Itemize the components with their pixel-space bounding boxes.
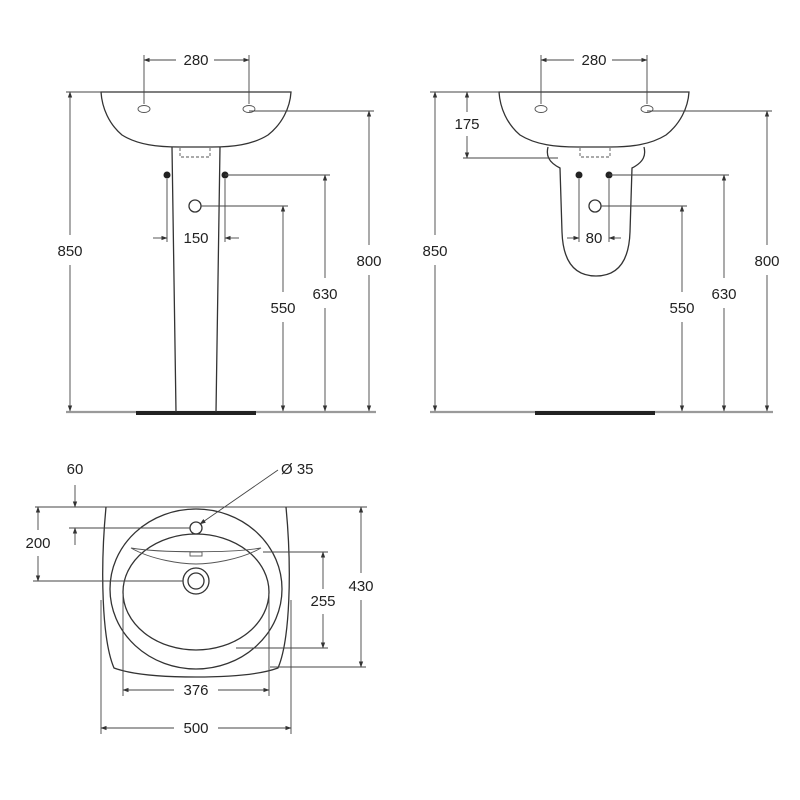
front-overflow [179,148,211,158]
front-dim-waste-height: 550 [270,300,295,317]
front-dim-hole-spacing: 280 [183,52,208,69]
plan-basin-rim [109,508,283,670]
plan-dim-bowl-depth: 255 [310,593,335,610]
semi-pedestal [546,146,646,277]
semi-waste-outlet [588,199,602,213]
front-dim-supply-spacing: 150 [183,230,208,247]
semi-dim-total-height: 850 [422,243,447,260]
semi-dim-supply-height: 630 [711,286,736,303]
plan-dim-total-depth: 430 [348,578,373,595]
plan-view: Ø 35 60 200 255 430 376 500 [25,461,373,737]
plan-dim-bowl-width: 376 [183,682,208,699]
front-pedestal [171,146,221,413]
semi-pedestal-view: 280 850 175 800 630 550 80 [422,52,780,415]
semi-basin [498,91,690,148]
semi-dim-waste-height: 550 [669,300,694,317]
front-supply-left [163,171,171,179]
plan-waste-inner [187,572,205,590]
plan-dim-total-width: 500 [183,720,208,737]
semi-dim-rim-height: 800 [754,253,779,270]
front-view: 280 850 800 630 550 150 [57,52,382,415]
semi-dim-rim-to-bracket: 175 [454,116,479,133]
front-tap-hole-right [242,105,256,113]
front-dim-supply-height: 630 [312,286,337,303]
plan-basin-outline [102,506,290,678]
plan-leader-dia [199,469,279,525]
plan-dim-tap-hole-offset: 60 [67,461,84,478]
semi-overflow [579,148,611,158]
semi-dim-hole-spacing: 280 [581,52,606,69]
semi-tap-hole-left [534,105,548,113]
semi-tap-hole-right [640,105,654,113]
front-basin [100,91,292,148]
semi-dim-supply-spacing: 80 [586,230,603,247]
front-dim-rim-height: 800 [356,253,381,270]
front-tap-hole-left [137,105,151,113]
front-waste-outlet [188,199,202,213]
semi-supply-left [575,171,583,179]
plan-dim-waste-offset: 200 [25,535,50,552]
plan-waste-outer [182,567,210,595]
plan-dim-tap-hole-dia: Ø 35 [281,461,314,478]
plan-overflow [189,551,203,557]
front-dim-total-height: 850 [57,243,82,260]
plan-shelf [130,547,262,565]
